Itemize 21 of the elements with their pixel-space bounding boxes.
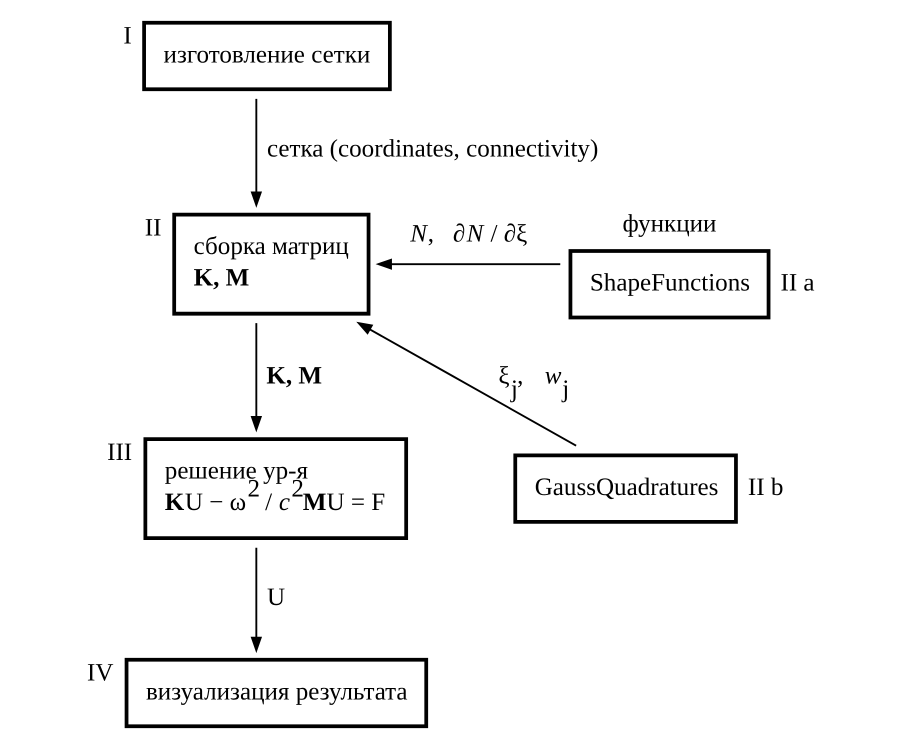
node-box: ShapeFunctions bbox=[568, 249, 770, 320]
edge-label: K, M bbox=[266, 362, 322, 390]
node-label: функции bbox=[622, 210, 716, 238]
node-label: II b bbox=[748, 474, 784, 501]
node-label: II a bbox=[780, 269, 815, 296]
node-label: III bbox=[107, 438, 132, 466]
node-box: сборка матриц K, M bbox=[172, 212, 370, 316]
node-label: IV bbox=[87, 659, 114, 686]
arrow bbox=[250, 323, 262, 432]
edge-label: N, ∂N / ∂ξ bbox=[410, 220, 528, 248]
node-label: I bbox=[123, 22, 132, 50]
arrow bbox=[376, 258, 560, 270]
arrow bbox=[356, 322, 577, 446]
arrow bbox=[250, 548, 262, 654]
node-label: II bbox=[144, 214, 162, 242]
node-box: GaussQuadratures bbox=[513, 454, 738, 524]
node-box: визуализация результата bbox=[124, 658, 428, 728]
arrow bbox=[250, 98, 262, 208]
edge-label: сетка (coordinates, connectivity) bbox=[266, 135, 598, 162]
node-box: изготовление сетки bbox=[142, 20, 392, 92]
edge-label: U bbox=[266, 584, 286, 612]
